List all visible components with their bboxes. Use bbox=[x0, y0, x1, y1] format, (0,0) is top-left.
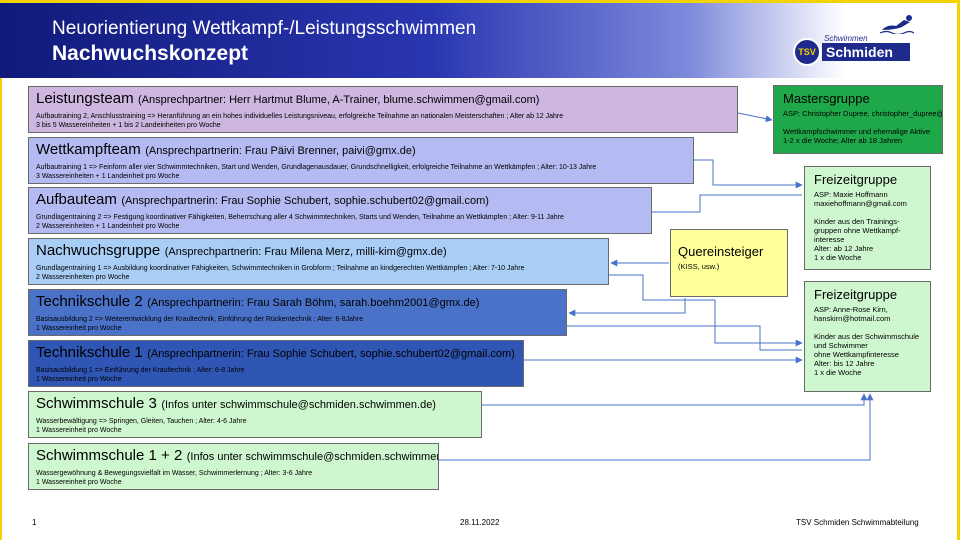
box-body: ASP: Anne-Rose Kirn, hanskirn@hotmail.co… bbox=[814, 305, 920, 377]
arrow-quereinsteiger-to-technik2 bbox=[568, 298, 686, 317]
box-title: Freizeitgruppe bbox=[814, 172, 898, 187]
level-desc: Basisausbildung 2 => Weiterentwicklung d… bbox=[36, 316, 364, 323]
level-aufbauteam: Aufbauteam (Ansprechpartnerin: Frau Soph… bbox=[28, 187, 652, 234]
level-contact: (Ansprechpartner: Herr Hartmut Blume, A-… bbox=[138, 94, 540, 106]
level-desc: Aufbautraining 1 => Feinform aller vier … bbox=[36, 164, 597, 171]
freizeit-group-box-1: Freizeitgruppe ASP: Maxie Hoffmann maxie… bbox=[804, 166, 931, 270]
swimmer-icon bbox=[880, 15, 914, 34]
arrow-schwimm12-to-freizeit2 bbox=[439, 393, 874, 461]
level-units: 2 Wassereinheiten + 1 Landeinheit pro Wo… bbox=[36, 223, 180, 230]
box-subtitle: (KISS, usw.) bbox=[678, 262, 720, 271]
arrow-technik2-to-freizeit2 bbox=[567, 325, 802, 351]
level-desc: Grundlagentraining 2 => Festigung koordi… bbox=[36, 214, 564, 221]
frame-left-line bbox=[0, 78, 2, 540]
logo-main-text: Schmiden bbox=[822, 43, 910, 61]
box-title: Quereinsteiger bbox=[678, 244, 764, 259]
level-desc: Grundlagentraining 1 => Ausbildung koord… bbox=[36, 265, 525, 272]
level-desc: Wassergewöhnung & Bewegungsvielfalt im W… bbox=[36, 470, 313, 477]
level-units: 1 Wassereinheit pro Woche bbox=[36, 479, 122, 486]
slide-subtitle: Nachwuchskonzept bbox=[52, 42, 249, 65]
level-contact: (Ansprechpartnerin: Frau Sarah Böhm, sar… bbox=[147, 297, 480, 309]
level-contact: (Ansprechpartnerin: Frau Sophie Schubert… bbox=[121, 195, 489, 207]
level-units: 1 Wassereinheit pro Woche bbox=[36, 325, 122, 332]
level-schwimmschule-1-2: Schwimmschule 1 + 2 (Infos unter schwimm… bbox=[28, 443, 439, 490]
footer-organization: TSV Schmiden Schwimmabteilung bbox=[796, 518, 919, 527]
level-units: 3 bis 5 Wassereinheiten + 1 bis 2 Landei… bbox=[36, 122, 221, 129]
box-title: Freizeitgruppe bbox=[814, 287, 898, 302]
level-contact: (Infos unter schwimmschule@schmiden.schw… bbox=[186, 451, 439, 463]
arrow-wettkampf-to-freizeit1 bbox=[694, 159, 803, 189]
masters-group-box: Mastersgruppe ASP: Christopher Dupree, c… bbox=[773, 85, 943, 154]
box-body: ASP: Maxie Hoffmann maxiehoffmann@gmail.… bbox=[814, 190, 907, 262]
level-desc: Basisausbildung 1 => Einführung der Krau… bbox=[36, 367, 245, 374]
box-body: ASP: Christopher Dupree, christopher_dup… bbox=[783, 109, 942, 145]
footer-page-number: 1 bbox=[32, 518, 37, 527]
level-name: Technikschule 2 bbox=[36, 293, 143, 310]
level-name: Technikschule 1 bbox=[36, 344, 143, 361]
quereinsteiger-box: Quereinsteiger (KISS, usw.) bbox=[670, 229, 788, 297]
arrow-schwimm3-to-freizeit2 bbox=[482, 393, 868, 406]
level-desc: Aufbautraining 2, Anschlusstraining => H… bbox=[36, 113, 564, 120]
level-name: Nachwuchsgruppe bbox=[36, 242, 161, 259]
club-logo: TSV Schwimmen Schmiden bbox=[788, 12, 916, 66]
level-name: Leistungsteam bbox=[36, 90, 134, 107]
level-contact: (Infos unter schwimmschule@schmiden.schw… bbox=[161, 399, 436, 411]
level-name: Schwimmschule 3 bbox=[36, 395, 157, 412]
level-technikschule-1: Technikschule 1 (Ansprechpartnerin: Frau… bbox=[28, 340, 524, 387]
level-nachwuchsgruppe: Nachwuchsgruppe (Ansprechpartnerin: Frau… bbox=[28, 238, 609, 285]
slide-title: Neuorientierung Wettkampf-/Leistungsschw… bbox=[52, 18, 477, 39]
level-schwimmschule-3: Schwimmschule 3 (Infos unter schwimmschu… bbox=[28, 391, 482, 438]
frame-top-line bbox=[0, 0, 960, 3]
freizeit-group-box-2: Freizeitgruppe ASP: Anne-Rose Kirn, hans… bbox=[804, 281, 931, 392]
level-desc: Wasserbewältigung => Springen, Gleiten, … bbox=[36, 418, 247, 425]
level-units: 2 Wassereinheiten pro Woche bbox=[36, 274, 130, 281]
level-name: Wettkampfteam bbox=[36, 141, 141, 158]
level-wettkampfteam: Wettkampfteam (Ansprechpartnerin: Frau P… bbox=[28, 137, 694, 184]
level-contact: (Ansprechpartnerin: Frau Sophie Schubert… bbox=[147, 348, 515, 360]
frame-right-line bbox=[957, 0, 960, 540]
arrow-aufbau-to-freizeit1 bbox=[652, 194, 802, 213]
footer-date: 28.11.2022 bbox=[460, 518, 500, 527]
logo-top-text: Schwimmen bbox=[824, 34, 868, 43]
box-title: Mastersgruppe bbox=[783, 91, 870, 106]
level-units: 1 Wassereinheit pro Woche bbox=[36, 376, 122, 383]
arrow-leistung-to-masters bbox=[737, 112, 773, 123]
level-name: Aufbauteam bbox=[36, 191, 117, 208]
level-name: Schwimmschule 1 + 2 bbox=[36, 447, 183, 464]
level-technikschule-2: Technikschule 2 (Ansprechpartnerin: Frau… bbox=[28, 289, 567, 336]
level-units: 1 Wassereinheit pro Woche bbox=[36, 427, 122, 434]
level-contact: (Ansprechpartnerin: Frau Milena Merz, mi… bbox=[164, 246, 447, 258]
level-leistungsteam: Leistungsteam (Ansprechpartner: Herr Har… bbox=[28, 86, 738, 133]
level-contact: (Ansprechpartnerin: Frau Päivi Brenner, … bbox=[145, 145, 416, 157]
level-units: 3 Wassereinheiten + 1 Landeinheit pro Wo… bbox=[36, 173, 180, 180]
tsv-badge-icon: TSV bbox=[793, 38, 821, 66]
